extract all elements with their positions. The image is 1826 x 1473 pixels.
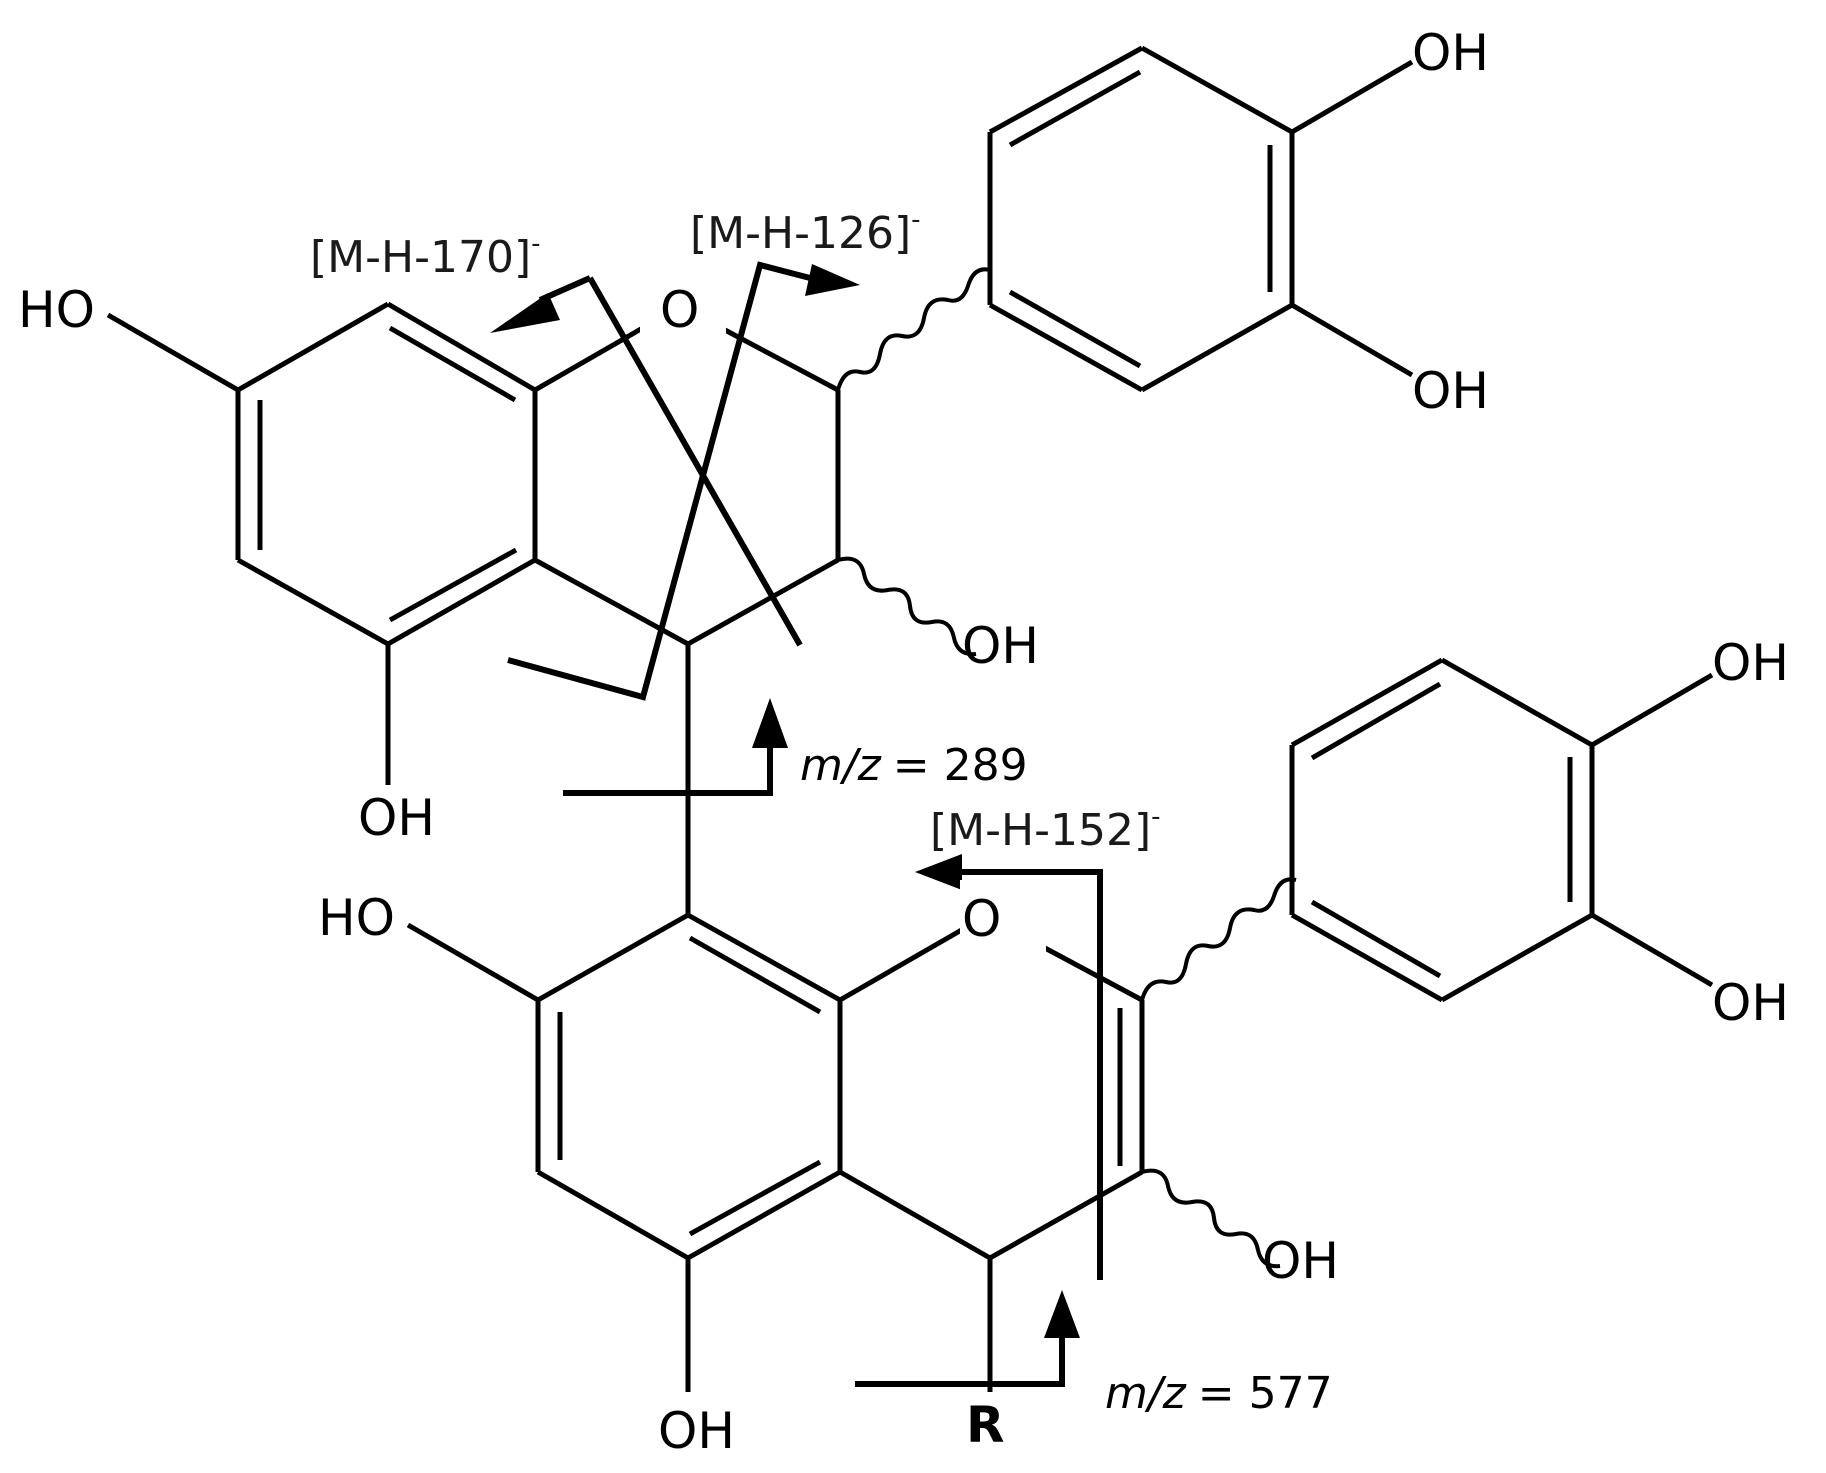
mz-label-577: m/z= 577	[1105, 1368, 1333, 1419]
fragment-label-152: [M-H-152]-	[930, 802, 1161, 856]
lower-wavy-bonds	[1140, 877, 1297, 1269]
ring-oxygen-lower: O	[962, 890, 1001, 948]
hydroxyl-a-upper-bottom: OH	[358, 789, 435, 847]
arrow-289-head	[752, 698, 788, 748]
mz-label-289: m/z= 289	[800, 740, 1028, 791]
fragment-label-170: [M-H-170]-	[310, 229, 541, 283]
ring-oxygen-upper: O	[660, 281, 699, 339]
arrow-126-head	[805, 264, 860, 296]
upper-wavy-bonds	[836, 267, 991, 657]
fragment-arrowheads	[490, 264, 1080, 1338]
lower-unit-bonds	[406, 657, 1714, 1392]
fragment-label-126: [M-H-126]-	[690, 205, 921, 259]
arrow-577-head	[1044, 1290, 1080, 1338]
hydroxyl-b-lower-1: OH	[1712, 634, 1789, 692]
hydroxyl-c3-upper: OH	[962, 617, 1039, 675]
r-group-label: R	[966, 1396, 1005, 1454]
hydroxyl-a-upper-left: HO	[18, 281, 95, 339]
fragmentation-lines	[507, 261, 1103, 1387]
hydroxyl-a-lower-bottom: OH	[658, 1402, 735, 1460]
arrow-170-head	[490, 293, 560, 333]
hydroxyl-b-upper-1: OH	[1412, 24, 1489, 82]
hydroxyl-b-upper-2: OH	[1412, 362, 1489, 420]
hydroxyl-c3-lower: OH	[1262, 1232, 1339, 1290]
arrow-152-head	[915, 854, 962, 890]
hydroxyl-b-lower-2: OH	[1712, 974, 1789, 1032]
hydroxyl-a-lower-left: HO	[318, 889, 395, 947]
upper-unit-bonds	[106, 45, 1414, 915]
